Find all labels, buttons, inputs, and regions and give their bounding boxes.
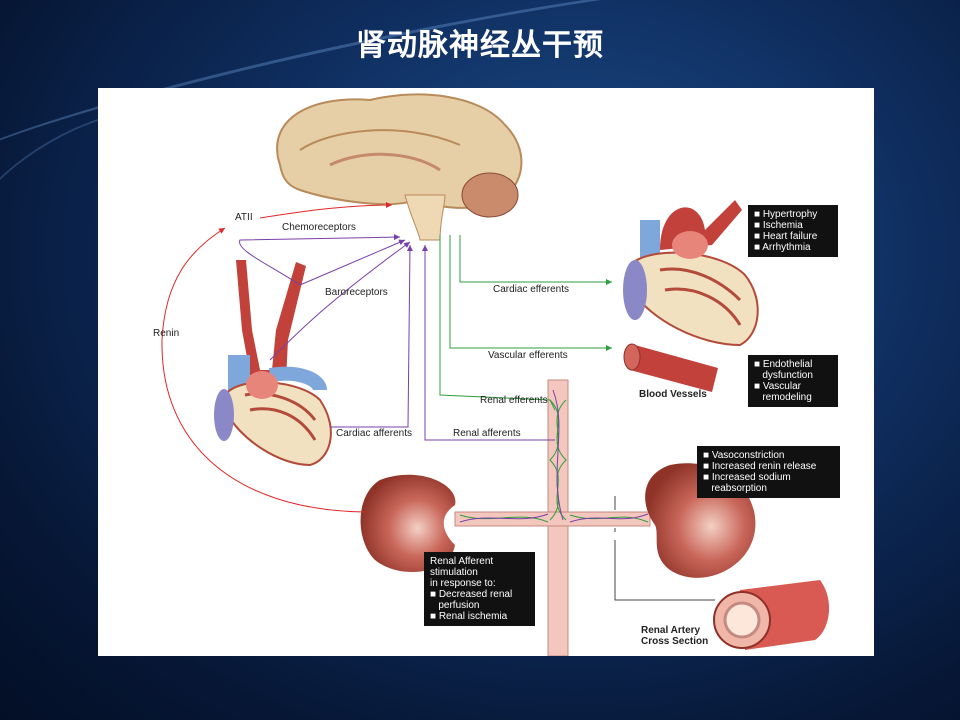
box-line: Renal Afferent bbox=[430, 556, 494, 567]
label-renal-efferents: Renal efferents bbox=[480, 395, 548, 406]
box-line: ■ Endothelial bbox=[754, 359, 813, 370]
afferent-arrows bbox=[239, 234, 555, 441]
label-cross-section-line1: Renal Artery bbox=[641, 625, 701, 636]
brain-illustration bbox=[276, 93, 523, 241]
box-line: dysfunction bbox=[754, 370, 813, 381]
renin-arrow bbox=[161, 227, 366, 513]
blood-vessel-illustration bbox=[623, 343, 718, 392]
label-renin: Renin bbox=[153, 328, 180, 339]
label-cross-section-line2: Cross Section bbox=[641, 636, 709, 647]
box-line: reabsorption bbox=[703, 483, 767, 494]
box-line: ■ Increased renin release bbox=[703, 461, 817, 472]
heart-effects-box: ■ Hypertrophy■ Ischemia■ Heart failure■ … bbox=[748, 205, 838, 257]
label-cardiac-afferents: Cardiac afferents bbox=[336, 428, 412, 439]
diagram-panel: ATII Chemoreceptors Baroreceptors Renin … bbox=[98, 88, 874, 657]
box-line: ■ Vascular bbox=[754, 381, 801, 392]
kidney-effects-box: ■ Vasoconstriction■ Increased renin rele… bbox=[697, 446, 840, 498]
heart-illustration-right bbox=[623, 200, 759, 347]
label-cardiac-efferents: Cardiac efferents bbox=[493, 284, 569, 295]
slide-title: 肾动脉神经丛干预 bbox=[356, 28, 604, 63]
renal-artery-cross-section bbox=[614, 496, 830, 650]
kidney-left bbox=[360, 474, 456, 572]
box-line: ■ Hypertrophy bbox=[754, 209, 818, 220]
box-line: remodeling bbox=[754, 392, 812, 403]
atii-arrow bbox=[259, 202, 393, 219]
label-atii: ATII bbox=[235, 212, 253, 223]
box-line: in response to: bbox=[430, 578, 496, 589]
vessel-effects-box: ■ Endothelial dysfunction■ Vascular remo… bbox=[748, 355, 838, 407]
box-line: ■ Vasoconstriction bbox=[703, 450, 785, 461]
box-line: stimulation bbox=[430, 567, 478, 578]
aorta-illustration bbox=[454, 379, 651, 657]
label-vascular-efferents: Vascular efferents bbox=[488, 350, 568, 361]
box-line: ■ Decreased renal bbox=[430, 589, 513, 600]
box-line: ■ Increased sodium bbox=[703, 472, 791, 483]
box-line: ■ Renal ischemia bbox=[430, 611, 508, 622]
label-renal-afferents: Renal afferents bbox=[453, 428, 521, 439]
label-chemoreceptors: Chemoreceptors bbox=[282, 222, 356, 233]
box-line: ■ Heart failure bbox=[754, 231, 818, 242]
diagram-svg bbox=[161, 93, 830, 657]
box-line: ■ Ischemia bbox=[754, 220, 803, 231]
label-baroreceptors: Baroreceptors bbox=[325, 287, 388, 298]
heart-illustration-left bbox=[214, 260, 332, 467]
efferent-arrows bbox=[439, 235, 612, 411]
box-line: perfusion bbox=[430, 600, 480, 611]
label-blood-vessels: Blood Vessels bbox=[639, 389, 707, 400]
box-line: ■ Arrhythmia bbox=[754, 242, 811, 253]
